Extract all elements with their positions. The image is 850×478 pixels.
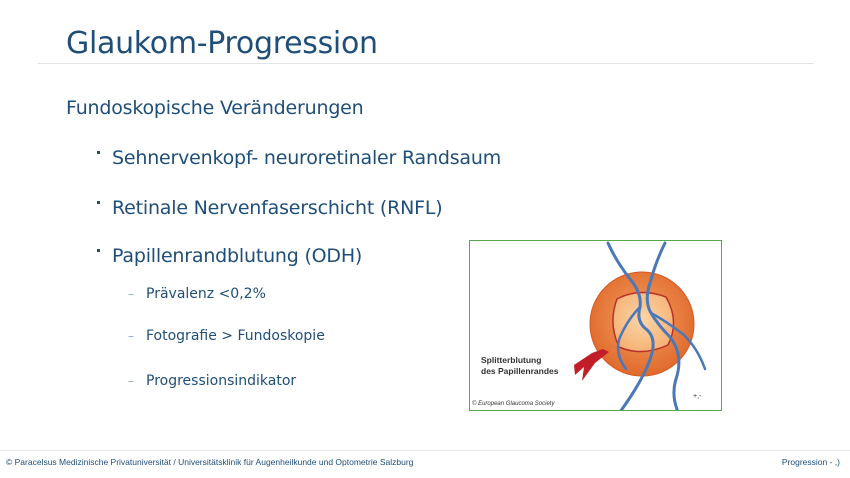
figure-code: +,-	[693, 393, 702, 400]
bullet-marker	[97, 201, 100, 204]
subbullet-marker: –	[128, 287, 134, 301]
figure-credit: © European Glaucoma Society	[472, 401, 555, 407]
bullet-item: Retinale Nervenfaserschicht (RNFL)	[97, 197, 443, 219]
figure-label-line: Splitterblutung	[481, 355, 542, 365]
subbullet-text: Fotografie > Fundoskopie	[146, 328, 325, 344]
blood-vessel	[649, 311, 707, 371]
subbullet-marker: –	[128, 374, 134, 388]
blood-vessel	[616, 305, 642, 371]
figure-label: Splitterblutung des Papillenrandes	[481, 355, 558, 377]
slide-subtitle: Fundoskopische Veränderungen	[66, 97, 364, 119]
optic-disc-drawing	[574, 241, 707, 410]
bullet-item: Sehnervenkopf- neuroretinaler Randsaum	[97, 147, 501, 169]
footer-copyright: © Paracelsus Medizinische Privatuniversi…	[6, 457, 414, 467]
slide-title: Glaukom-Progression	[66, 26, 378, 61]
subbullet-item: –Fotografie > Fundoskopie	[128, 328, 325, 344]
optic-cup	[612, 291, 675, 353]
footer-divider	[0, 450, 850, 451]
subbullet-text: Prävalenz <0,2%	[146, 286, 266, 302]
subbullet-marker: –	[128, 329, 134, 343]
bullet-text: Papillenrandblutung (ODH)	[112, 245, 363, 267]
optic-disc-illustration: Splitterblutung des Papillenrandes © Eur…	[469, 240, 722, 411]
bullet-item: Papillenrandblutung (ODH)	[97, 245, 362, 267]
blood-vessel	[645, 241, 681, 410]
footer-page-label: Progression - ,)	[781, 457, 840, 467]
subbullet-text: Progressionsindikator	[146, 373, 297, 389]
splinter-hemorrhage	[574, 349, 609, 381]
title-divider	[38, 63, 814, 64]
bullet-text: Retinale Nervenfaserschicht (RNFL)	[112, 197, 443, 219]
subbullet-item: –Progressionsindikator	[128, 373, 296, 389]
subbullet-item: –Prävalenz <0,2%	[128, 286, 266, 302]
figure-label-line: des Papillenrandes	[481, 366, 559, 376]
bullet-marker	[97, 151, 100, 154]
bullet-marker	[97, 249, 100, 252]
blood-vessel	[606, 241, 655, 410]
bullet-text: Sehnervenkopf- neuroretinaler Randsaum	[112, 147, 501, 169]
